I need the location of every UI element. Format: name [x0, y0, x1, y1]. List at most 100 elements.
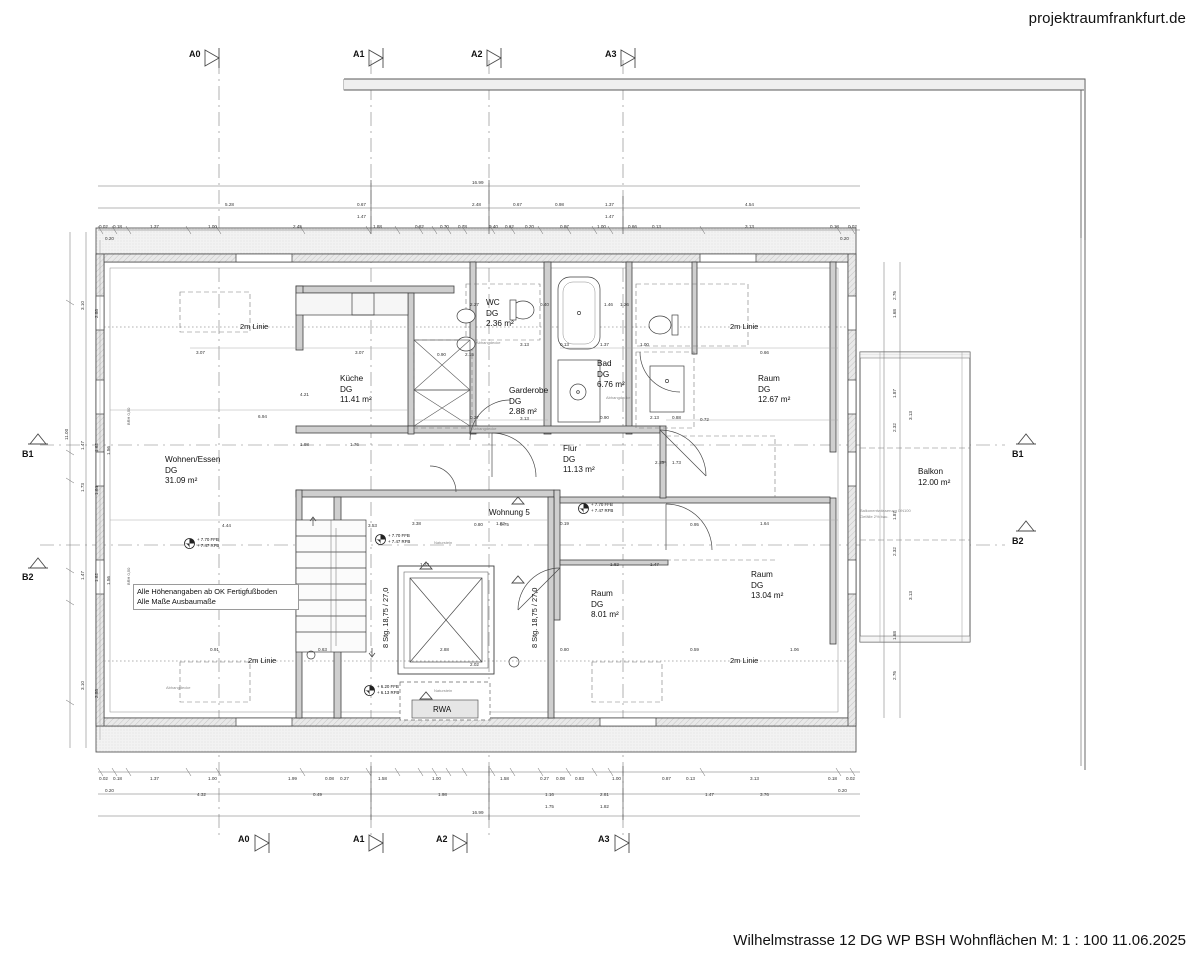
rwa-label: RWA: [433, 705, 452, 714]
dimension-value: 4.44: [222, 523, 231, 528]
two-meter-line-label: 2m Linie: [730, 656, 759, 665]
dimension-value: 2.13: [650, 415, 659, 420]
dimension-value: 4.21: [300, 392, 309, 397]
dimension-value: 1.00: [432, 776, 441, 781]
dimension-value: 1.47: [650, 562, 659, 567]
dimension-value: 1.58: [500, 776, 509, 781]
dimension-value: 0.08: [556, 776, 565, 781]
dimension-value: 0.08: [325, 776, 334, 781]
dimension-value: 0.90: [600, 415, 609, 420]
dimension-value: 0.18: [830, 224, 839, 229]
dimension-value: 1.47: [705, 792, 714, 797]
two-meter-line-label: 2m Linie: [730, 322, 759, 331]
level-symbol-icon: [375, 534, 386, 545]
dimension-value: 1.47: [605, 214, 614, 219]
dimension-value: 1.98: [438, 792, 447, 797]
brh-label: BRH 0,50: [126, 407, 131, 425]
axis-label-left: B1: [22, 449, 34, 459]
dimension-value: 0.70: [440, 224, 449, 229]
axis-label-top: A3: [605, 49, 617, 59]
balcony-drainage-note: Balkonentwässerung DN100 Gefälle 2% bau.: [860, 508, 911, 519]
shaft: [409, 577, 483, 663]
dimension-value: 1.00: [208, 776, 217, 781]
dimension-value: 0.20: [105, 236, 114, 241]
dimension-value: 1.99: [288, 776, 297, 781]
dimension-value: 1.98: [300, 442, 309, 447]
dimension-value: 2.88: [94, 309, 99, 318]
level-mark: + 7.70 FFB+ 7.47 RFB: [591, 502, 614, 513]
apartment-marker-icon: [511, 496, 525, 505]
dimension-value: 0.27: [540, 776, 549, 781]
dimension-value: 4.32: [197, 792, 206, 797]
axis-label-top: A2: [471, 49, 483, 59]
dimension-value: 0.18: [828, 776, 837, 781]
general-note-text: Alle Höhenangaben ab OK Fertigfußboden A…: [137, 587, 278, 606]
dimension-value: 0.98: [555, 202, 564, 207]
roof-outline: [343, 78, 1086, 770]
door-swings: [429, 351, 713, 611]
dimension-value: 0.66: [628, 224, 637, 229]
dimension-value: 1.47: [80, 571, 85, 580]
dimension-value: 0.40: [540, 302, 549, 307]
dimension-value: 1.68: [892, 309, 897, 318]
axis-label-bottom: A3: [598, 834, 610, 844]
dimension-value: 1.58: [378, 776, 387, 781]
kitchen-fixtures: [295, 292, 471, 427]
dimension-value: 0.83: [575, 776, 584, 781]
level-symbol-icon: [184, 538, 195, 549]
level-marker-icon: [419, 691, 433, 700]
dimension-value: 0.02: [99, 224, 108, 229]
dimension-value: 0.75: [500, 522, 509, 527]
axis-label-top: A1: [353, 49, 365, 59]
dimension-value: 6.94: [258, 414, 267, 419]
axis-label-bottom: A2: [436, 834, 448, 844]
dimension-value: 1.82: [600, 804, 609, 809]
dimension-value: 0.82: [415, 224, 424, 229]
dimension-value: 1.37: [150, 224, 159, 229]
dimension-value: 1.37: [150, 776, 159, 781]
dimension-value: 1.37: [600, 342, 609, 347]
balcony: [859, 351, 971, 643]
building-shell: [95, 227, 857, 753]
brh-label: BRH 0,50: [126, 567, 131, 585]
dimension-value: 0.20: [838, 788, 847, 793]
dimension-value: 1.47: [80, 441, 85, 450]
dimension-value: 0.40: [489, 224, 498, 229]
level-mark: + 7.70 FFB+ 7.47 RFB: [388, 533, 411, 544]
dimension-value: 1.82: [610, 562, 619, 567]
axis-label-right: B2: [1012, 536, 1024, 546]
abhangdecke-label: Abhangdecke: [476, 340, 501, 345]
dimension-value: 2.13: [655, 460, 664, 465]
axis-label-top: A0: [189, 49, 201, 59]
dimension-value: 0.90: [437, 352, 446, 357]
dimension-value: 0.13: [560, 342, 569, 347]
dimension-value: 0.87: [662, 776, 671, 781]
dimension-value: 1.87: [892, 389, 897, 398]
dimension-value: 0.49: [313, 792, 322, 797]
stair-annotation: 8 Stg. 18,75 / 27,0: [530, 587, 539, 648]
dimension-value: 2.76: [892, 291, 897, 300]
level-symbol-icon: [578, 503, 589, 514]
naturstein-label: Naturstein: [434, 540, 453, 545]
dimension-value: 0.13: [686, 776, 695, 781]
dimension-value: 2.88: [94, 689, 99, 698]
dimension-value: 3.13: [520, 416, 529, 421]
dimension-value: 11.00: [64, 428, 69, 440]
dimension-value: 0.19: [560, 521, 569, 526]
level-symbol-icon: [364, 685, 375, 696]
dimension-value: 2.88: [440, 647, 449, 652]
dimension-value: 1.76: [350, 442, 359, 447]
overall-dimension-top: 16.99: [472, 180, 484, 185]
dimension-value: 1.62: [94, 443, 99, 452]
dimension-value: 0.72: [700, 417, 709, 422]
dimension-value: 0.67: [513, 202, 522, 207]
dimension-value: 3.13: [908, 411, 913, 420]
dimension-value: 3.07: [355, 350, 364, 355]
dimension-value: 0.95: [690, 522, 699, 527]
